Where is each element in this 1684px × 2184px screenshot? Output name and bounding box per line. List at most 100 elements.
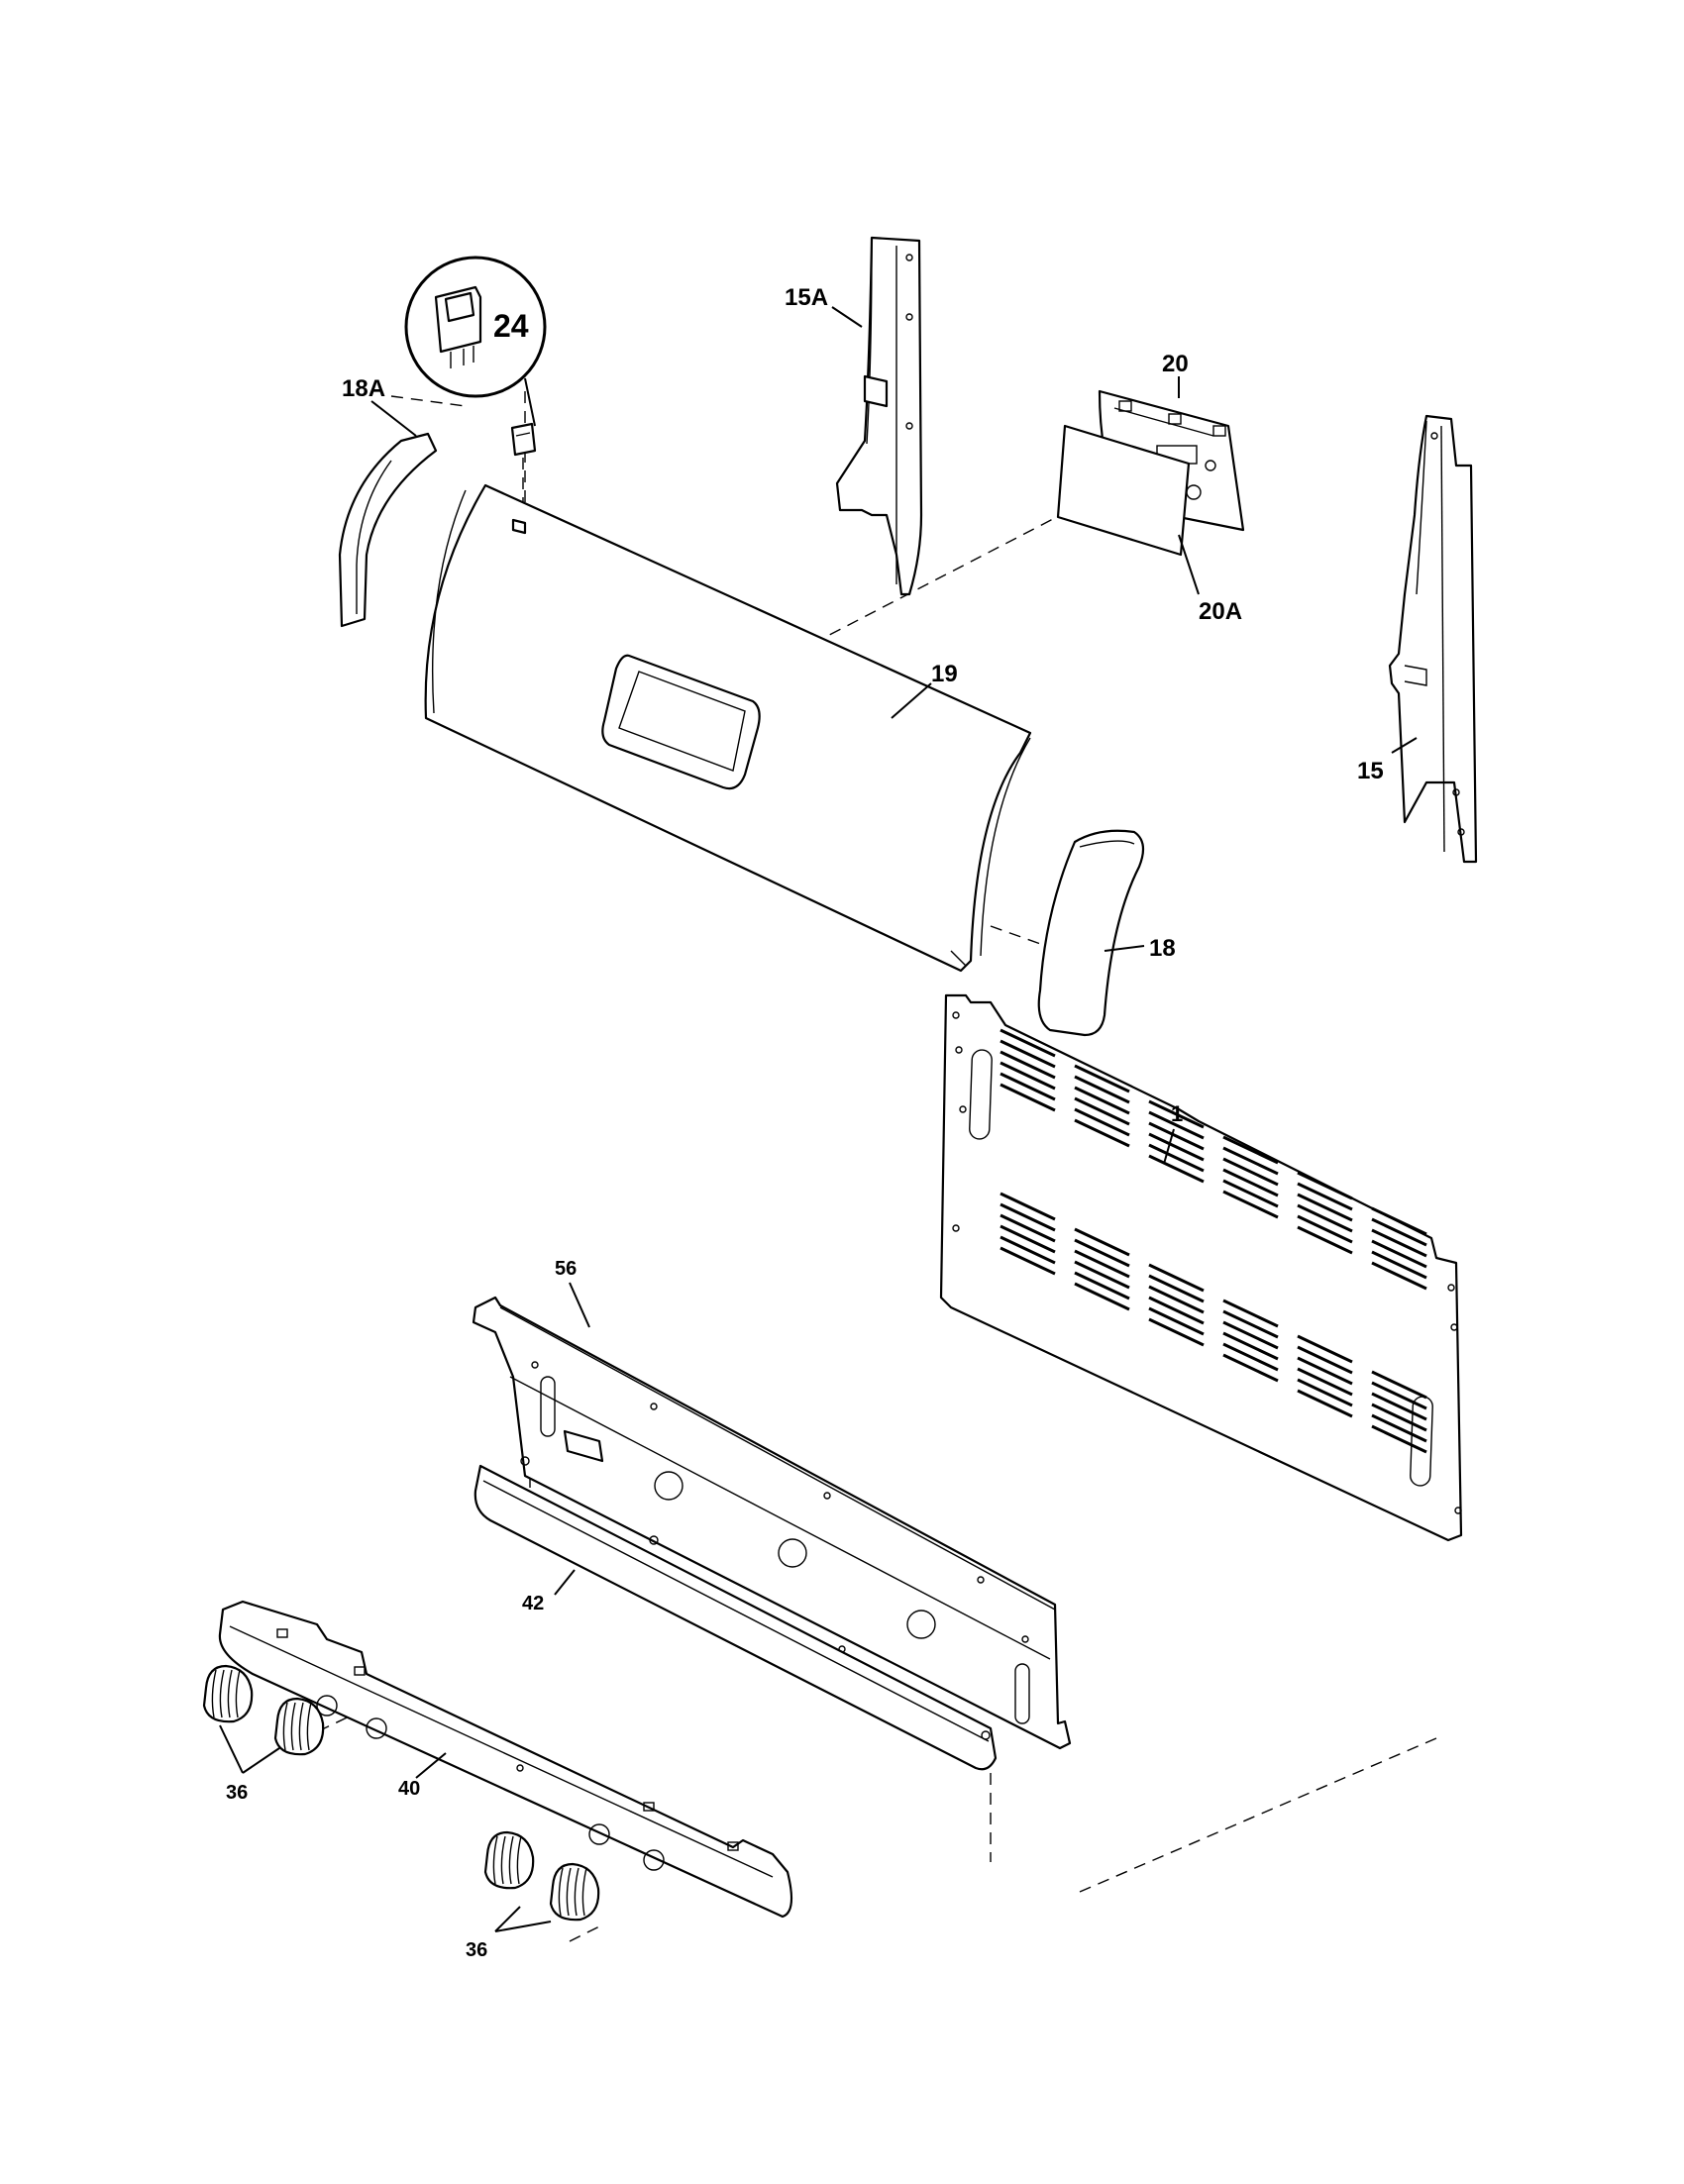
vent-slot xyxy=(1222,1342,1279,1372)
right-end-cap-part xyxy=(1037,829,1145,1037)
vent-slot xyxy=(1074,1096,1130,1126)
vent-slot xyxy=(1222,1135,1279,1165)
callout-20A: 20A xyxy=(1199,598,1242,625)
vent-slot xyxy=(1222,1299,1279,1328)
rocker-switch-part xyxy=(404,256,547,520)
vent-slot xyxy=(1000,1202,1056,1232)
vent-slot xyxy=(1371,1403,1427,1432)
vent-slot xyxy=(1148,1110,1205,1140)
vent-slot xyxy=(1148,1317,1205,1347)
vent-slot xyxy=(1000,1083,1056,1112)
vent-slots-lower xyxy=(1000,1192,1427,1454)
callout-40: 40 xyxy=(398,1778,420,1800)
vent-slot xyxy=(1222,1179,1279,1208)
vent-slot xyxy=(1371,1381,1427,1410)
vent-slot xyxy=(1222,1309,1279,1339)
vent-slot xyxy=(1000,1246,1056,1276)
left-bracket-part xyxy=(835,236,923,596)
vent-slot xyxy=(1148,1099,1205,1129)
vent-slot xyxy=(1000,1224,1056,1254)
vent-slot xyxy=(1000,1061,1056,1091)
vent-slot xyxy=(1074,1227,1130,1257)
vent-slot xyxy=(1148,1306,1205,1336)
callout-18A: 18A xyxy=(342,375,385,402)
vent-slot xyxy=(1148,1132,1205,1162)
clock-overlay-part xyxy=(1056,424,1191,557)
callout-labels: 24 18A 15A 20 20A 19 15 18 1 56 42 40 36… xyxy=(226,284,1384,1961)
vent-slot xyxy=(1297,1356,1353,1386)
rear-panel-part xyxy=(939,993,1463,1542)
callout-24: 24 xyxy=(493,308,529,344)
vent-slot xyxy=(1371,1228,1427,1258)
callout-18: 18 xyxy=(1149,935,1176,962)
vent-slot xyxy=(1074,1271,1130,1300)
vent-slot xyxy=(1371,1392,1427,1421)
vent-slot xyxy=(1371,1206,1427,1236)
knob xyxy=(273,1697,325,1756)
vent-slot xyxy=(1000,1039,1056,1069)
vent-slot xyxy=(1074,1107,1130,1137)
vent-slot xyxy=(1000,1192,1056,1221)
callout-36-right: 36 xyxy=(466,1939,487,1961)
callout-1: 1 xyxy=(1171,1101,1183,1126)
callout-15A: 15A xyxy=(785,284,828,311)
vent-slot xyxy=(1074,1260,1130,1290)
vent-slot xyxy=(1000,1050,1056,1080)
callout-42: 42 xyxy=(522,1593,544,1614)
vent-slot xyxy=(1074,1118,1130,1148)
vent-slot xyxy=(1000,1028,1056,1058)
vent-slot xyxy=(1371,1413,1427,1443)
vent-slot xyxy=(1000,1072,1056,1101)
vent-slot xyxy=(1297,1214,1353,1244)
vent-slot xyxy=(1148,1274,1205,1303)
vent-slot xyxy=(1297,1334,1353,1364)
vent-slot xyxy=(1371,1261,1427,1291)
vent-slot xyxy=(1148,1143,1205,1173)
vent-slot xyxy=(1074,1282,1130,1311)
callout-36-left: 36 xyxy=(226,1782,248,1804)
vent-slot xyxy=(1074,1238,1130,1268)
callout-56: 56 xyxy=(555,1258,577,1280)
vent-slot xyxy=(1371,1217,1427,1247)
vent-slot xyxy=(1074,1064,1130,1093)
vent-slot xyxy=(1222,1168,1279,1197)
vent-slot xyxy=(1222,1190,1279,1219)
knob xyxy=(202,1664,254,1723)
vent-slot xyxy=(1297,1193,1353,1222)
knob-panel-part xyxy=(218,1600,793,1919)
knob xyxy=(483,1830,535,1890)
vent-slot xyxy=(1148,1154,1205,1184)
lower-back-panel-part xyxy=(472,1296,1072,1750)
vent-slot xyxy=(1074,1075,1130,1104)
vent-slots-upper xyxy=(1000,1028,1427,1291)
vent-slot xyxy=(1371,1370,1427,1400)
vent-slot xyxy=(1371,1424,1427,1454)
trim-strip-part xyxy=(474,1456,998,1771)
right-bracket-part xyxy=(1388,414,1478,864)
vent-slot xyxy=(1000,1235,1056,1265)
leader-lines xyxy=(219,306,1418,1932)
vent-slot xyxy=(1297,1378,1353,1407)
vent-slot xyxy=(1148,1296,1205,1325)
vent-slot xyxy=(1222,1157,1279,1187)
vent-slot xyxy=(1371,1239,1427,1269)
control-knobs xyxy=(202,1664,600,1922)
vent-slot xyxy=(1148,1263,1205,1293)
vent-slot xyxy=(1148,1285,1205,1314)
callout-15: 15 xyxy=(1357,758,1384,784)
control-panel-part xyxy=(424,483,1032,973)
vent-slot xyxy=(1297,1389,1353,1418)
vent-slot xyxy=(1222,1320,1279,1350)
callout-20: 20 xyxy=(1162,351,1189,377)
vent-slot xyxy=(1297,1367,1353,1397)
vent-slot xyxy=(1371,1250,1427,1280)
vent-slot xyxy=(1074,1086,1130,1115)
vent-slot xyxy=(1297,1225,1353,1255)
callout-19: 19 xyxy=(931,661,958,687)
left-end-cap-part xyxy=(338,432,438,628)
vent-slot xyxy=(1297,1171,1353,1200)
vent-slot xyxy=(1297,1345,1353,1375)
vent-slot xyxy=(1297,1203,1353,1233)
vent-slot xyxy=(1222,1353,1279,1383)
